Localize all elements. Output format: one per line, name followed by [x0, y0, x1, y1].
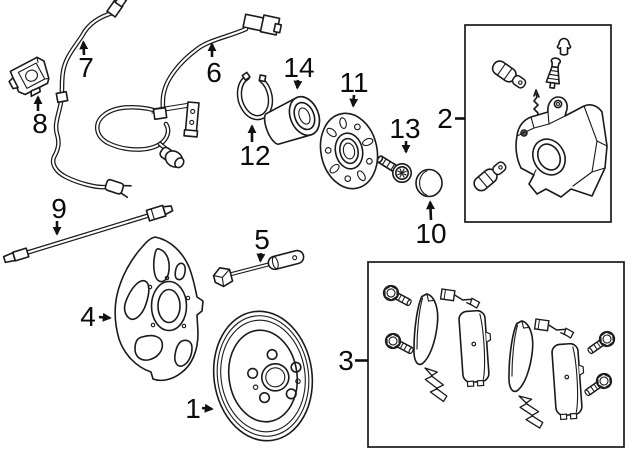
callout-6[interactable]: 6 — [206, 42, 222, 88]
callout-2-label[interactable]: 2 — [437, 103, 453, 134]
callout-11-label[interactable]: 11 — [339, 67, 368, 98]
part-abs-sensor-wire-harness — [50, 0, 132, 199]
part-brake-pad-wear-sensor — [212, 249, 305, 288]
callout-8[interactable]: 8 — [32, 95, 48, 139]
callout-4[interactable]: 4 — [80, 301, 112, 332]
part-hub-bolt — [376, 155, 412, 183]
callout-9[interactable]: 9 — [51, 193, 67, 236]
callout-12[interactable]: 12 — [239, 124, 271, 171]
part-hub-dust-cap — [415, 168, 443, 198]
part-sensor-mounting-bracket — [8, 56, 50, 98]
callout-5[interactable]: 5 — [254, 224, 270, 263]
part-wheel-hub-flange — [319, 112, 379, 190]
callout-8-label[interactable]: 8 — [32, 108, 48, 139]
callout-1-label[interactable]: 1 — [185, 393, 201, 424]
part-brake-caliper-kit — [464, 24, 612, 223]
callout-9-label[interactable]: 9 — [51, 193, 67, 224]
callout-13[interactable]: 13 — [389, 113, 421, 154]
callout-14-label[interactable]: 14 — [283, 52, 314, 83]
callout-14[interactable]: 14 — [283, 52, 315, 90]
callout-10-label[interactable]: 10 — [415, 218, 446, 249]
callout-7-label[interactable]: 7 — [78, 52, 94, 83]
part-brake-hydraulic-line — [2, 204, 174, 264]
bleeder-valve — [545, 57, 562, 89]
part-wheel-bearing — [263, 95, 321, 145]
callout-3-label[interactable]: 3 — [338, 345, 354, 376]
part-brake-pad-set — [367, 261, 625, 448]
part-splash-shield — [114, 236, 204, 382]
callout-10[interactable]: 10 — [415, 200, 447, 249]
callout-6-label[interactable]: 6 — [206, 57, 222, 88]
part-bearing-snap-ring — [236, 71, 274, 121]
callout-7[interactable]: 7 — [78, 40, 94, 83]
callout-3[interactable]: 3 — [338, 345, 368, 376]
part-abs-speed-sensor-harness-front — [95, 13, 283, 169]
callout-4-label[interactable]: 4 — [80, 301, 96, 332]
cap-bolt — [556, 37, 572, 56]
callout-11[interactable]: 11 — [339, 67, 369, 108]
callout-13-label[interactable]: 13 — [389, 113, 420, 144]
caliper-body — [515, 89, 608, 198]
pad-kit-box — [367, 261, 625, 448]
part-brake-rotor — [212, 310, 314, 442]
callout-12-label[interactable]: 12 — [239, 140, 270, 171]
callout-5-label[interactable]: 5 — [254, 224, 270, 255]
callout-1[interactable]: 1 — [185, 393, 214, 424]
callout-2[interactable]: 2 — [437, 103, 465, 134]
